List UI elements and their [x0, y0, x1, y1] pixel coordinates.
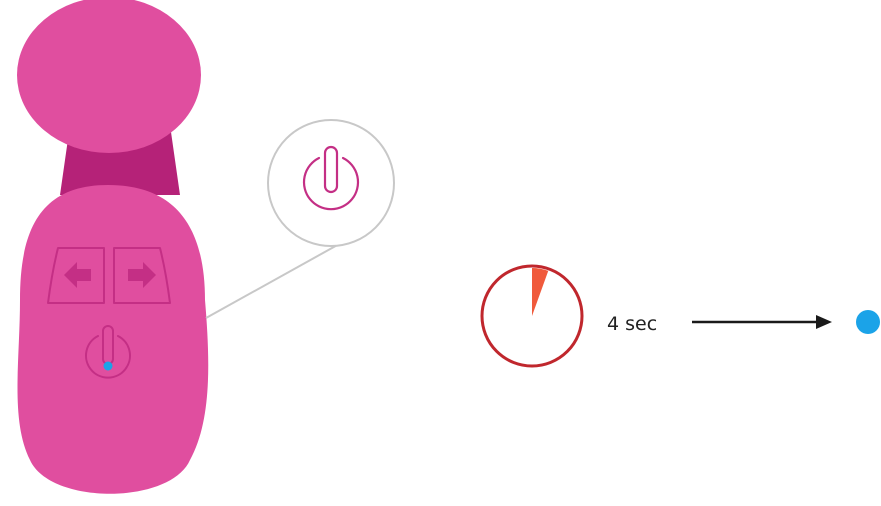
indicator-led-result	[856, 310, 880, 334]
arrow-icon	[692, 315, 832, 329]
power-callout	[268, 120, 394, 246]
massager-device	[17, 0, 208, 494]
indicator-led	[104, 362, 113, 371]
timer-icon	[482, 266, 582, 366]
duration-label: 4 sec	[607, 313, 657, 335]
callout-leader-line	[206, 238, 350, 318]
device-head	[17, 0, 201, 153]
